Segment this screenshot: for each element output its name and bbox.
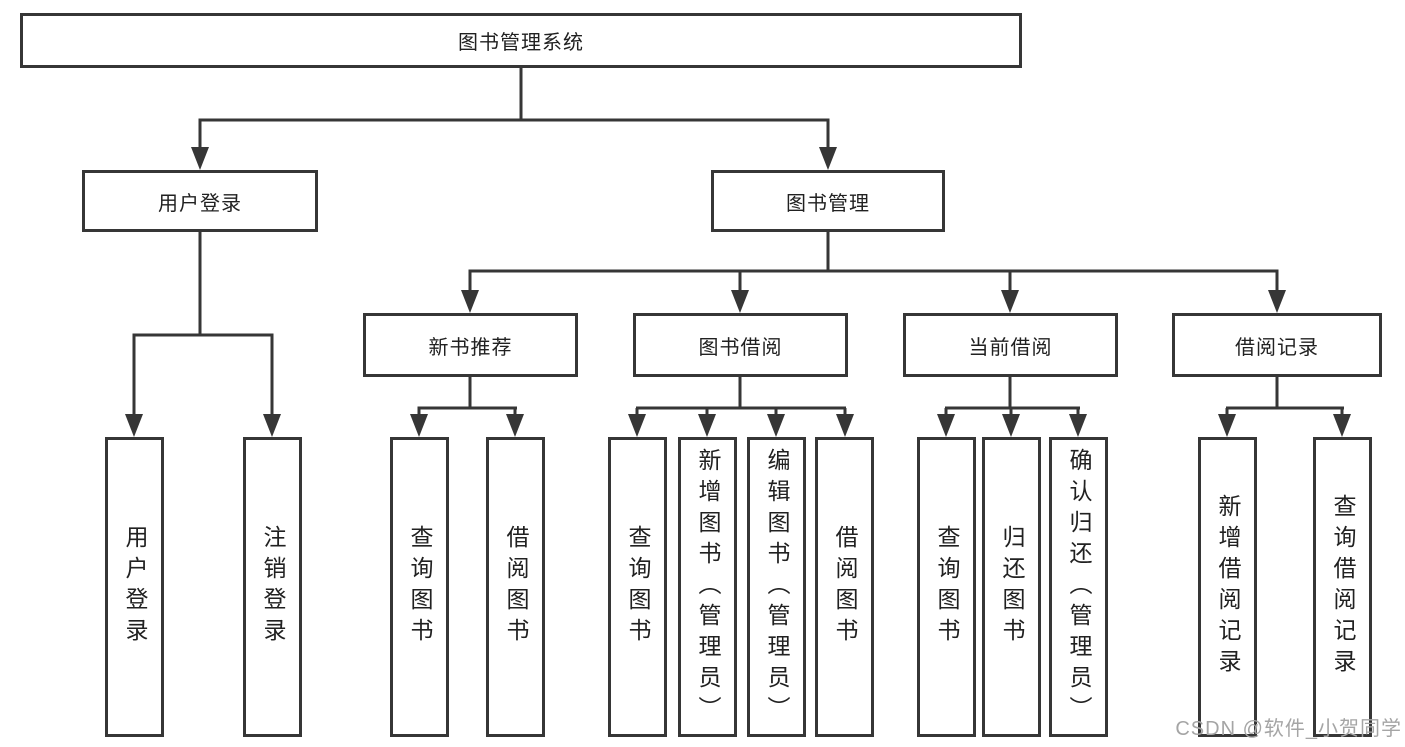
- node-label: 图书管理: [786, 192, 870, 215]
- node-book-borrowing: 图书借阅: [633, 313, 848, 377]
- arrowhead: [1218, 414, 1236, 437]
- leaf-return-books: 归还图书: [982, 437, 1041, 737]
- arrowhead: [1001, 290, 1019, 313]
- node-label: 借阅图书: [503, 525, 529, 649]
- node-label: 注销登录: [260, 525, 286, 649]
- watermark: CSDN @软件_小贺同学: [1175, 718, 1402, 740]
- arrowhead: [1069, 414, 1087, 437]
- node-label: 查询图书: [625, 525, 651, 649]
- node-library-management-system: 图书管理系统: [20, 13, 1022, 68]
- arrowhead: [731, 290, 749, 313]
- leaf-add-borrow-record: 新增借阅记录: [1198, 437, 1257, 737]
- connector-group-root: [198, 68, 830, 152]
- node-new-book-recommendation: 新书推荐: [363, 313, 578, 377]
- connector-group-user-login: [132, 232, 274, 419]
- connector-group-book-borrowing: [635, 377, 847, 420]
- node-label: 借阅记录: [1235, 336, 1319, 359]
- arrowhead: [263, 414, 281, 437]
- node-label: 借阅图书: [832, 525, 858, 649]
- leaf-borrow-books-borrowing: 借阅图书: [815, 437, 874, 737]
- leaf-confirm-return-admin: 确认归还（管理员）: [1049, 437, 1108, 737]
- node-label: 新增图书（管理员）: [695, 447, 721, 727]
- node-user-login: 用户登录: [82, 170, 318, 232]
- connector-current-borrowing-to-leaves: [944, 377, 1080, 420]
- arrowhead: [819, 147, 837, 170]
- node-label: 图书管理系统: [458, 32, 584, 54]
- connector-book-management-to-level3: [468, 232, 1279, 296]
- connector-group-borrowing-records: [1225, 377, 1344, 420]
- node-label: 新书推荐: [428, 336, 513, 359]
- arrowhead: [1268, 290, 1286, 313]
- node-label: 用户登录: [158, 192, 242, 215]
- node-label: 新增借阅记录: [1215, 494, 1241, 680]
- arrowhead: [628, 414, 646, 437]
- node-label: 归还图书: [999, 525, 1025, 649]
- connector-group-new-book-recommendation: [417, 377, 517, 420]
- connector-user-login-to-leaves: [132, 232, 274, 419]
- node-borrowing-records: 借阅记录: [1172, 313, 1382, 377]
- connector-group-book-management: [468, 232, 1279, 296]
- node-book-management: 图书管理: [711, 170, 945, 232]
- connector-root-to-level2: [198, 68, 830, 152]
- node-label: 图书借阅: [698, 336, 783, 359]
- node-label: 用户登录: [122, 525, 148, 649]
- arrowhead: [937, 414, 955, 437]
- arrowhead: [125, 414, 143, 437]
- connector-book-borrowing-to-leaves: [635, 377, 847, 420]
- leaf-query-books-borrowing: 查询图书: [608, 437, 667, 737]
- node-label: 编辑图书（管理员）: [764, 447, 790, 727]
- leaf-edit-books-admin: 编辑图书（管理员）: [747, 437, 806, 737]
- arrowhead: [191, 147, 209, 170]
- leaf-logout: 注销登录: [243, 437, 302, 737]
- node-label: 查询借阅记录: [1330, 494, 1356, 680]
- arrowhead: [410, 414, 428, 437]
- arrowhead: [1002, 414, 1020, 437]
- connector-group-current-borrowing: [944, 377, 1080, 420]
- arrowhead: [698, 414, 716, 437]
- leaf-borrow-books-recommendation: 借阅图书: [486, 437, 545, 737]
- node-label: 当前借阅: [968, 336, 1053, 359]
- leaf-query-books-recommendation: 查询图书: [390, 437, 449, 737]
- arrowhead: [767, 414, 785, 437]
- arrowhead: [1333, 414, 1351, 437]
- node-label: 查询图书: [407, 525, 433, 649]
- leaf-query-borrow-record: 查询借阅记录: [1313, 437, 1372, 737]
- leaf-user-login: 用户登录: [105, 437, 164, 737]
- node-label: 确认归还（管理员）: [1066, 447, 1092, 727]
- node-label: 查询图书: [934, 525, 960, 649]
- arrowhead: [506, 414, 524, 437]
- arrowhead: [836, 414, 854, 437]
- leaf-query-books-current: 查询图书: [917, 437, 976, 737]
- arrowhead: [461, 290, 479, 313]
- connector-borrowing-records-to-leaves: [1225, 377, 1344, 420]
- connector-new-book-to-leaves: [417, 377, 517, 420]
- leaf-add-books-admin: 新增图书（管理员）: [678, 437, 737, 737]
- node-current-borrowing: 当前借阅: [903, 313, 1118, 377]
